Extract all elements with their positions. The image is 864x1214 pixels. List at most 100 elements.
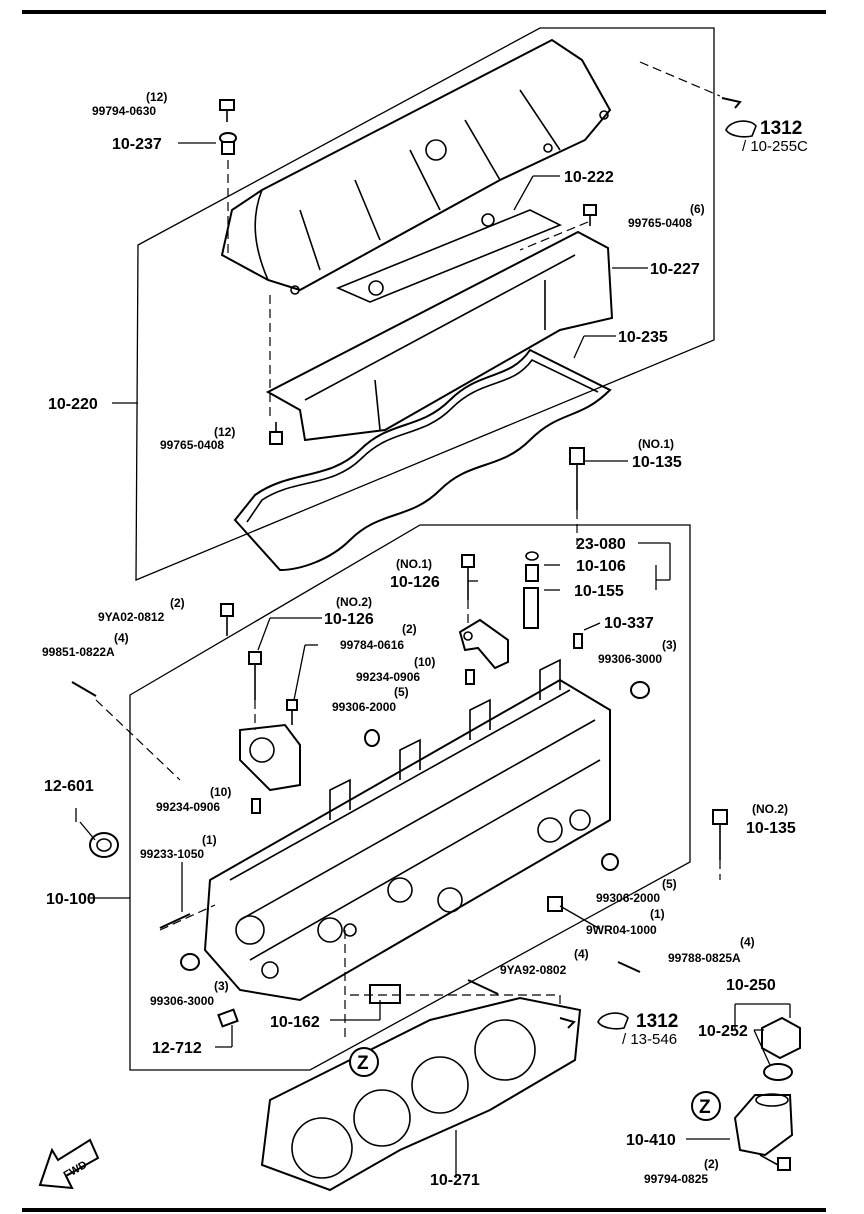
sensor-icon [217,1008,239,1028]
label-washer-cover: 10-237 [112,136,162,153]
label-filler-cap: 10-252 [698,1023,748,1040]
label-bolt-baffle-pn: 99765-0408 [628,216,692,230]
stud2-icon [159,913,191,929]
label-bolt-lower-qty: (12) [214,425,235,439]
cover-washer-icon [219,132,237,155]
label-head-gasket: 10-271 [430,1172,480,1189]
fwd-arrow-icon [38,1138,100,1190]
label-cover-gasket: 10-222 [564,169,614,186]
stud-top-icon [220,603,234,636]
label-plug-pn: 99306-2000 [332,700,396,714]
label-stud-top-pn: 9YA02-0812 [98,610,165,624]
head-bolt-no1-icon [569,447,585,545]
label-dowel-pn: 99234-0906 [356,670,420,684]
plug3-icon [180,953,200,971]
label-filler-bolt-qty: (2) [704,1157,719,1171]
head-group-frame [129,524,691,1071]
label-bolt-baffle-qty: (6) [690,202,705,216]
label-fitting: 10-162 [270,1014,320,1031]
label-plug-r-pn: 99306-3000 [598,652,662,666]
rubber-gasket-loop [233,348,612,572]
label-dowel2-qty: (10) [210,785,231,799]
pin-icon [573,633,583,649]
label-plug3-qty: (3) [214,979,229,993]
label-bolt-small-pn: 99784-0616 [340,638,404,652]
cover-gasket-shape [335,209,562,303]
label-bolt-cover-pn: 99794-0630 [92,104,156,118]
label-stud3-pn: 9YA92-0802 [500,963,567,977]
label-filler-bolt-pn: 99794-0825 [644,1172,708,1186]
label-cap-bolt2-no: (NO.2) [336,595,372,609]
marker-z-left-text: Z [357,1053,369,1074]
label-plug-oil-pn: 9WR04-1000 [586,923,657,937]
cam-cap-rear [239,723,301,792]
label-sensor: 12-712 [152,1040,202,1057]
marker-z-right-text: Z [699,1097,711,1118]
cylinder-head-body [203,658,611,1002]
label-tappet: 23-080 [576,536,626,553]
label-plug-oil-qty: (1) [650,907,665,921]
label-stud2-qty: (1) [202,833,217,847]
stud-left-icon [71,681,97,697]
fwd-text: FWD [62,1159,90,1182]
cylinder-head-cover [220,38,612,295]
marker-z-left: Z [349,1047,379,1077]
small-bolt-icon [286,699,298,725]
filler-neck-icon [733,1093,794,1157]
label-valve-seal: 10-106 [576,558,626,575]
label-head-bolt2: 10-135 [746,820,796,837]
label-bolt-cover-qty: (12) [146,90,167,104]
label-plug2-qty: (5) [662,877,677,891]
cover-bolt-icon [219,99,235,122]
label-head: 10-100 [46,891,96,908]
label-stud-left-qty: (4) [114,631,129,645]
filler-cap-icon [761,1016,801,1081]
head-gasket-shape [260,996,582,1192]
dowel-icon [465,669,475,685]
label-plug2-pn: 99306-2000 [596,891,660,905]
ref-arrow-lower-icon [559,1012,629,1030]
label-baffle: 10-227 [650,261,700,278]
label-filler-neck: 10-410 [626,1132,676,1149]
label-pin: 10-337 [604,615,654,632]
cover-group-frame [135,27,715,581]
dowel2-icon [251,798,261,814]
lower-bolt-icon [269,422,283,445]
label-cap-bolt1-no: (NO.1) [396,557,432,571]
label-stud-top-qty: (2) [170,596,185,610]
ref1-number: 1312 [760,118,802,139]
cap-bolt-no1-icon [461,554,475,625]
label-head-bolt1-no: (NO.1) [638,437,674,451]
leader-lines [75,142,791,1178]
label-plug-qty: (5) [394,685,409,699]
stud3-icon [467,979,499,995]
label-stud4-pn: 99788-0825A [668,951,741,965]
marker-z-right: Z [691,1091,721,1121]
baffle-plate [265,230,614,442]
label-filler-assy: 10-250 [726,977,776,994]
label-cap-bolt2: 10-126 [324,611,374,628]
plug-right-icon [630,681,650,699]
label-stud-left-pn: 99851-0822A [42,645,115,659]
label-bolt-lower-pn: 99765-0408 [160,438,224,452]
head-bolt-no2-icon [712,809,728,880]
filler-bolt-icon [759,1154,791,1171]
ref2-number: 1312 [636,1011,678,1032]
baffle-bolt-icon [583,204,597,226]
label-stud2-pn: 99233-1050 [140,847,204,861]
label-cap-bolt1: 10-126 [390,574,440,591]
fitting-icon [369,984,401,1004]
label-plug3-pn: 99306-3000 [150,994,214,1008]
label-head-bolt1: 10-135 [632,454,682,471]
label-cover-assy: 10-220 [48,396,98,413]
label-head-gasket-cover: 10-235 [618,329,668,346]
plug-small-icon [364,729,380,747]
ref1-sub: / 10-255C [742,138,808,155]
label-dowel-qty: (10) [414,655,435,669]
ref-arrow-upper-icon [721,97,757,138]
label-bolt-small-qty: (2) [402,622,417,636]
cap-bolt-no2-icon [248,651,262,730]
label-head-bolt2-no: (NO.2) [752,802,788,816]
cam-cap-front [458,618,509,670]
